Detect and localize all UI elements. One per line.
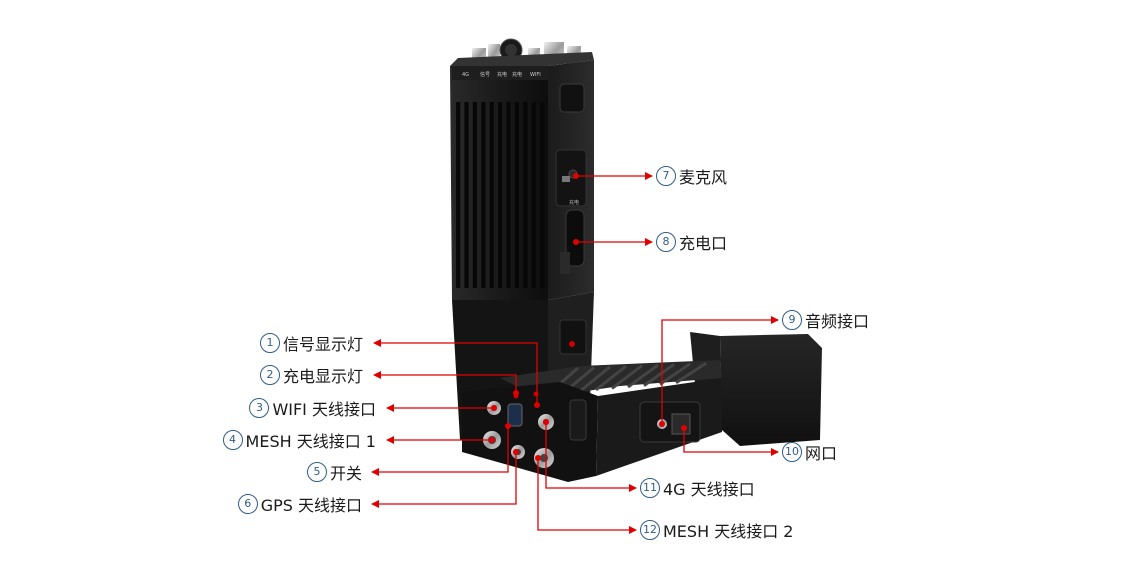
top-label-5: WIFI <box>530 72 541 78</box>
callout-12: 12 MESH 天线接口 2 <box>640 517 793 543</box>
leader-dot-10 <box>681 425 687 431</box>
heat-sink-fin <box>464 102 469 288</box>
top-rib <box>659 362 691 386</box>
heat-sink-fins <box>456 102 545 288</box>
callout-label-1: 信号显示灯 <box>282 335 363 354</box>
heat-sink-fin <box>489 102 494 288</box>
heat-sink-fin <box>456 102 461 288</box>
callout-label-3: WIFI 天线接口 <box>272 400 376 419</box>
callout-label-4: MESH 天线接口 1 <box>245 432 376 451</box>
leader-dot-3 <box>491 405 497 411</box>
leader-line-1 <box>373 339 538 405</box>
callout-2: 2 充电显示灯 <box>259 362 363 388</box>
leader-dot-1 <box>534 402 540 408</box>
callout-number-4: 4 <box>222 430 243 450</box>
leader-line-11 <box>545 422 637 492</box>
callout-6: 6 GPS 天线接口 <box>237 491 362 517</box>
callout-label-10: 网口 <box>805 444 838 463</box>
leader-dot-9 <box>659 421 665 427</box>
leader-line-2 <box>373 371 517 393</box>
leader-dot-5 <box>505 423 511 429</box>
callout-5: 5 开关 <box>306 459 362 485</box>
side-charge-label: 充电 <box>569 199 579 206</box>
top-rib <box>643 363 675 387</box>
top-rib <box>595 365 627 391</box>
leader-lines <box>371 172 779 534</box>
leader-line-9 <box>661 316 779 424</box>
callout-1: 1 信号显示灯 <box>259 330 363 356</box>
top-rib <box>627 363 659 389</box>
callout-label-8: 充电口 <box>679 234 728 253</box>
callout-number-1: 1 <box>259 333 280 353</box>
callout-number-9: 9 <box>782 310 802 330</box>
callout-number-11: 11 <box>640 478 660 498</box>
callout-label-6: GPS 天线接口 <box>260 496 362 515</box>
leader-dot-4 <box>489 437 495 443</box>
callout-8: 8 充电口 <box>656 229 727 255</box>
top-label-row: 4G 信号 充电 充电 WIFI <box>462 71 541 78</box>
leader-line-5 <box>371 426 509 476</box>
callout-number-10: 10 <box>782 442 802 462</box>
top-rib <box>675 361 707 385</box>
leader-line-10 <box>683 428 779 456</box>
callout-number-7: 7 <box>656 166 676 186</box>
top-label-3: 充电 <box>497 71 507 78</box>
leader-line-6 <box>371 452 517 508</box>
heat-sink-fin <box>472 102 477 288</box>
heat-sink-fin <box>514 102 519 288</box>
callout-3: 3 WIFI 天线接口 <box>249 395 376 421</box>
top-ribs <box>547 361 707 396</box>
leader-dot-12 <box>535 455 541 461</box>
callout-number-5: 5 <box>306 462 327 482</box>
heat-sink-fin <box>481 102 486 288</box>
leader-dot-2 <box>513 390 519 396</box>
front-connectors <box>483 391 587 468</box>
callout-number-3: 3 <box>249 398 270 418</box>
heat-sink-fin <box>506 102 511 288</box>
callout-label-5: 开关 <box>329 464 362 483</box>
top-label-4: 充电 <box>512 71 522 78</box>
callout-9: 9 音频接口 <box>782 307 869 333</box>
leader-dot-6 <box>513 449 519 455</box>
callout-number-8: 8 <box>656 232 676 252</box>
heat-sink-fin <box>531 102 536 288</box>
heat-sink-fin <box>523 102 528 288</box>
callout-number-6: 6 <box>237 494 258 514</box>
callout-number-2: 2 <box>259 365 280 385</box>
callout-11: 11 4G 天线接口 <box>640 475 755 501</box>
callout-label-11: 4G 天线接口 <box>663 480 755 499</box>
top-rib <box>611 364 643 390</box>
callout-label-12: MESH 天线接口 2 <box>663 522 794 541</box>
callout-label-7: 麦克风 <box>679 168 728 187</box>
top-label-2: 信号 <box>480 71 490 78</box>
heat-sink-fin <box>498 102 503 288</box>
callout-4: 4 MESH 天线接口 1 <box>222 427 376 453</box>
leader-line-12 <box>537 458 637 534</box>
callout-10: 10 网口 <box>782 439 837 465</box>
callout-label-2: 充电显示灯 <box>282 367 363 386</box>
leader-dot-8 <box>573 239 579 245</box>
heat-sink-fin <box>540 102 545 288</box>
top-rib <box>579 365 611 393</box>
top-label-1: 4G <box>462 72 469 78</box>
leader-dot-7 <box>573 173 579 179</box>
leader-dot-11 <box>543 419 549 425</box>
callout-7: 7 麦克风 <box>656 163 727 189</box>
callout-label-9: 音频接口 <box>805 312 870 331</box>
callout-number-12: 12 <box>640 520 660 540</box>
